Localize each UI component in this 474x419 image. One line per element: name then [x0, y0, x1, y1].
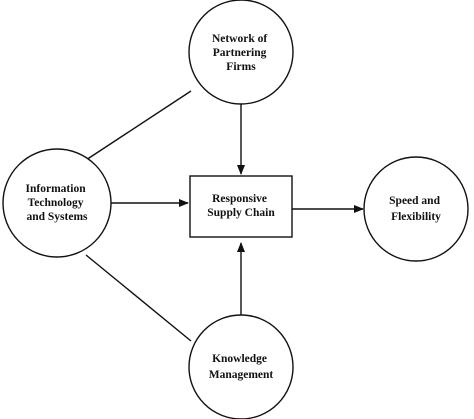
node-label-line: Firms [226, 61, 256, 73]
svg-text:Network of Partnering: Network of Partnering Firms [212, 33, 270, 73]
node-information-technology-and-systems: Information Technology and Systems [2, 148, 112, 258]
node-network-of-partnering-firms: Network of Partnering Firms [188, 0, 294, 105]
node-label-line: Partnering [213, 47, 267, 59]
node-shape [2, 148, 112, 258]
node-shape [188, 314, 294, 419]
node-label-line: and Systems [26, 211, 88, 223]
node-label-line: Technology [28, 197, 84, 209]
node-label-line: Supply Chain [207, 207, 275, 219]
node-shape [189, 175, 293, 238]
svg-text:Responsive Supply Chain: Responsive Supply Chain [207, 193, 275, 219]
connector-infotech-to-knowledge [85, 254, 192, 342]
svg-text:Knowledge Management: Knowledge Management [209, 353, 274, 381]
node-label-line: Management [209, 369, 274, 381]
connector-infotech-to-network [85, 90, 192, 161]
node-label-line: Flexibility [391, 211, 441, 223]
node-label-line: Speed and [389, 195, 440, 207]
node-speed-and-flexibility: Speed and Flexibility [363, 156, 469, 262]
node-label-line: Network of [212, 33, 267, 45]
node-label-line: Information [26, 183, 87, 195]
node-label-line: Responsive [212, 193, 267, 205]
node-knowledge-management: Knowledge Management [188, 314, 294, 419]
node-shape [188, 0, 294, 105]
node-responsive-supply-chain: Responsive Supply Chain [189, 175, 293, 238]
svg-text:Information Technology: Information Technology and Systems [26, 183, 89, 223]
svg-text:Speed and Flexibility: Speed and Flexibility [389, 195, 443, 223]
node-shape [363, 156, 469, 262]
node-label-line: Knowledge [212, 353, 267, 365]
